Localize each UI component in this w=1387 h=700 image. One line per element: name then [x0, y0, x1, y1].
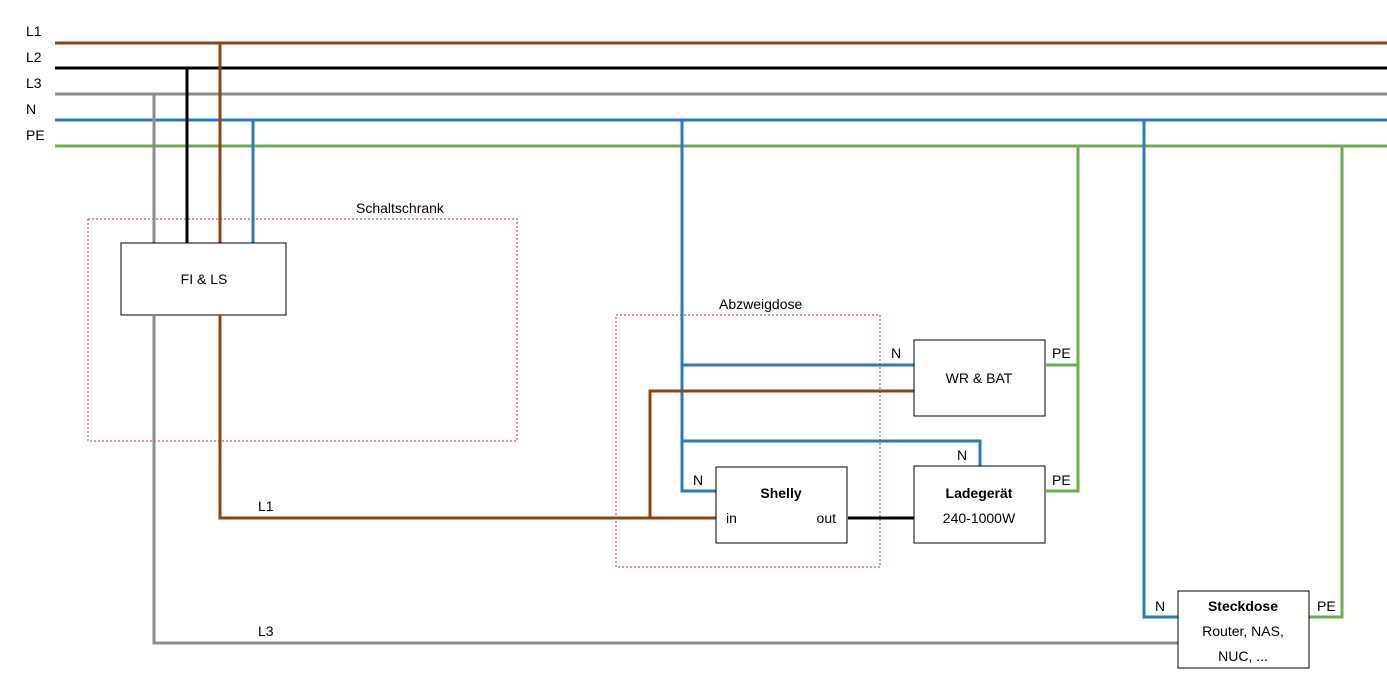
out-l1-label: L1	[258, 498, 274, 514]
shelly-name: Shelly	[760, 485, 801, 501]
steckdose-line2: NUC, ...	[1218, 648, 1268, 664]
out-l3-label: L3	[258, 623, 274, 639]
steckdose-line1: Router, NAS,	[1202, 623, 1284, 639]
ladegeraet-pe-label: PE	[1052, 472, 1071, 488]
ladegeraet-power: 240-1000W	[943, 510, 1016, 526]
ladegeraet-name: Ladegerät	[946, 485, 1013, 501]
l1-to-wr-wire	[648, 389, 914, 518]
shelly-out-label: out	[817, 510, 837, 526]
bus-l3-label: L3	[26, 75, 42, 91]
shelly-n-label: N	[693, 472, 703, 488]
shelly-in-label: in	[726, 510, 737, 526]
schaltschrank-frame	[87, 218, 518, 442]
shelly-box	[715, 466, 848, 544]
fi-ls-label: FI & LS	[181, 271, 228, 287]
out-l1-wire	[218, 315, 716, 520]
steckdose-pe-label: PE	[1317, 598, 1336, 614]
steckdose-n-label: N	[1155, 598, 1165, 614]
wr-bat-name: WR & BAT	[946, 370, 1013, 386]
bus-l1-label: L1	[26, 23, 42, 39]
out-l3-wire	[152, 315, 1178, 645]
wr-bat-n-label: N	[891, 345, 901, 361]
pe-feeder-wire	[1045, 146, 1080, 493]
n-to-lader-wire	[682, 439, 982, 466]
bus-pe-label: PE	[26, 127, 45, 143]
steckdose-box	[1177, 590, 1310, 669]
n-trunk-wire	[680, 120, 716, 493]
bus-n-label: N	[26, 101, 36, 117]
wr-bat-box	[913, 339, 1046, 417]
wr-bat-pe-label: PE	[1052, 345, 1071, 361]
abzweigdose-title: Abzweigdose	[719, 296, 802, 312]
n-to-steckdose-wire	[1142, 120, 1178, 619]
steckdose-name: Steckdose	[1208, 598, 1278, 614]
bus-l2-label: L2	[26, 49, 42, 65]
ladegeraet-n-label: N	[957, 447, 967, 463]
pe-to-steckdose-wire	[1309, 146, 1344, 619]
fi-ls-box	[120, 242, 287, 316]
schaltschrank-title: Schaltschrank	[356, 200, 445, 216]
ladegeraet-box	[913, 465, 1046, 544]
